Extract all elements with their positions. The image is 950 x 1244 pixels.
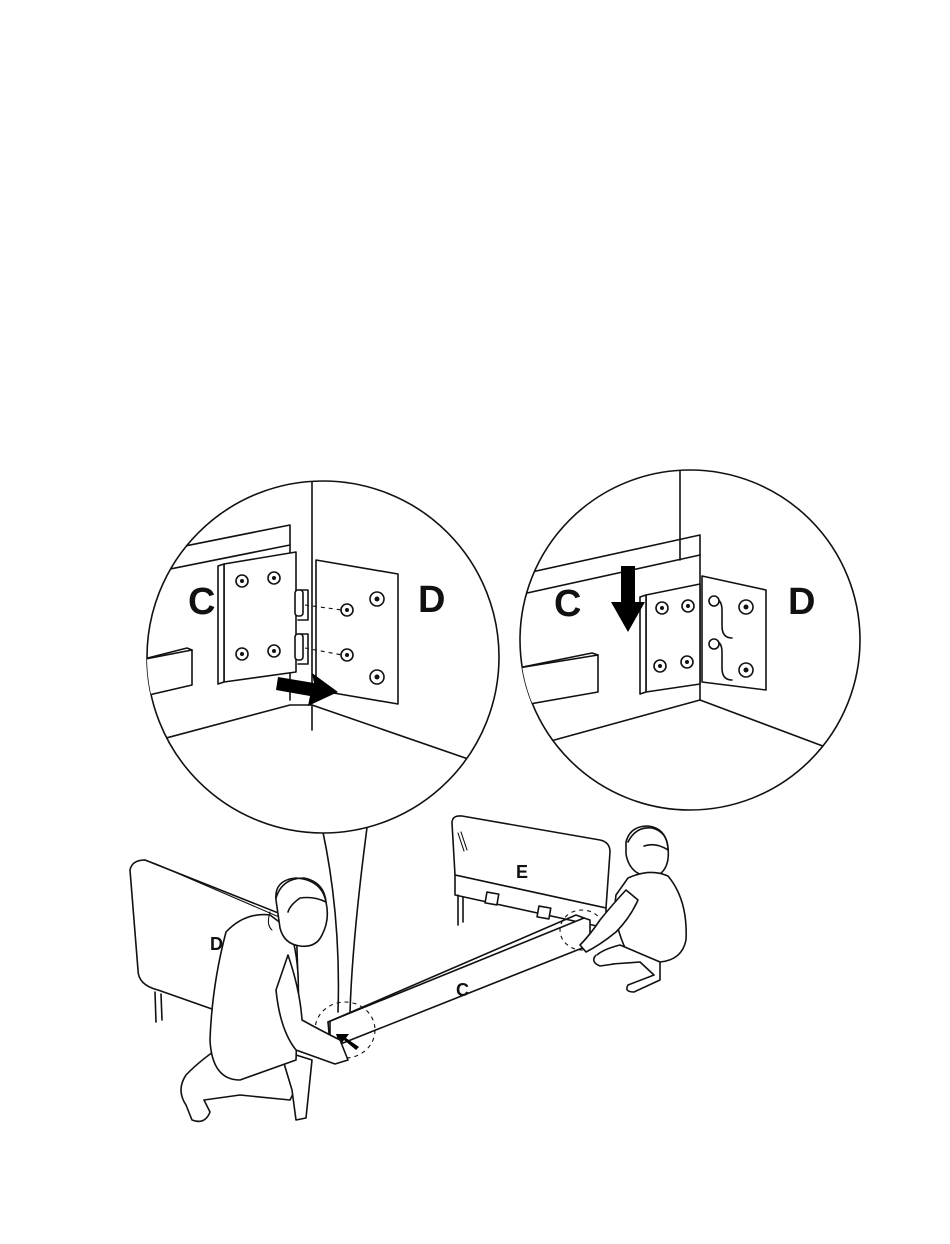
bracket-d-plate-right [702,576,766,690]
label-c-right-inset: C [554,583,581,625]
bracket-c-plate [224,552,296,682]
label-d-right-inset: D [788,581,815,623]
assembly-scene: D E C [130,816,686,1122]
label-c-left-inset: C [188,581,215,623]
label-d-left-inset: D [418,579,445,621]
label-e-scene: E [516,862,528,882]
side-rail-c: C [315,910,604,1058]
detail-inset-right: C D [518,470,860,810]
footboard-e: E [452,816,610,928]
bracket-c-plate-right [646,584,700,692]
bracket-d-plate [316,560,398,704]
callout-tail-right [350,820,368,1012]
label-c-scene: C [456,980,469,1000]
